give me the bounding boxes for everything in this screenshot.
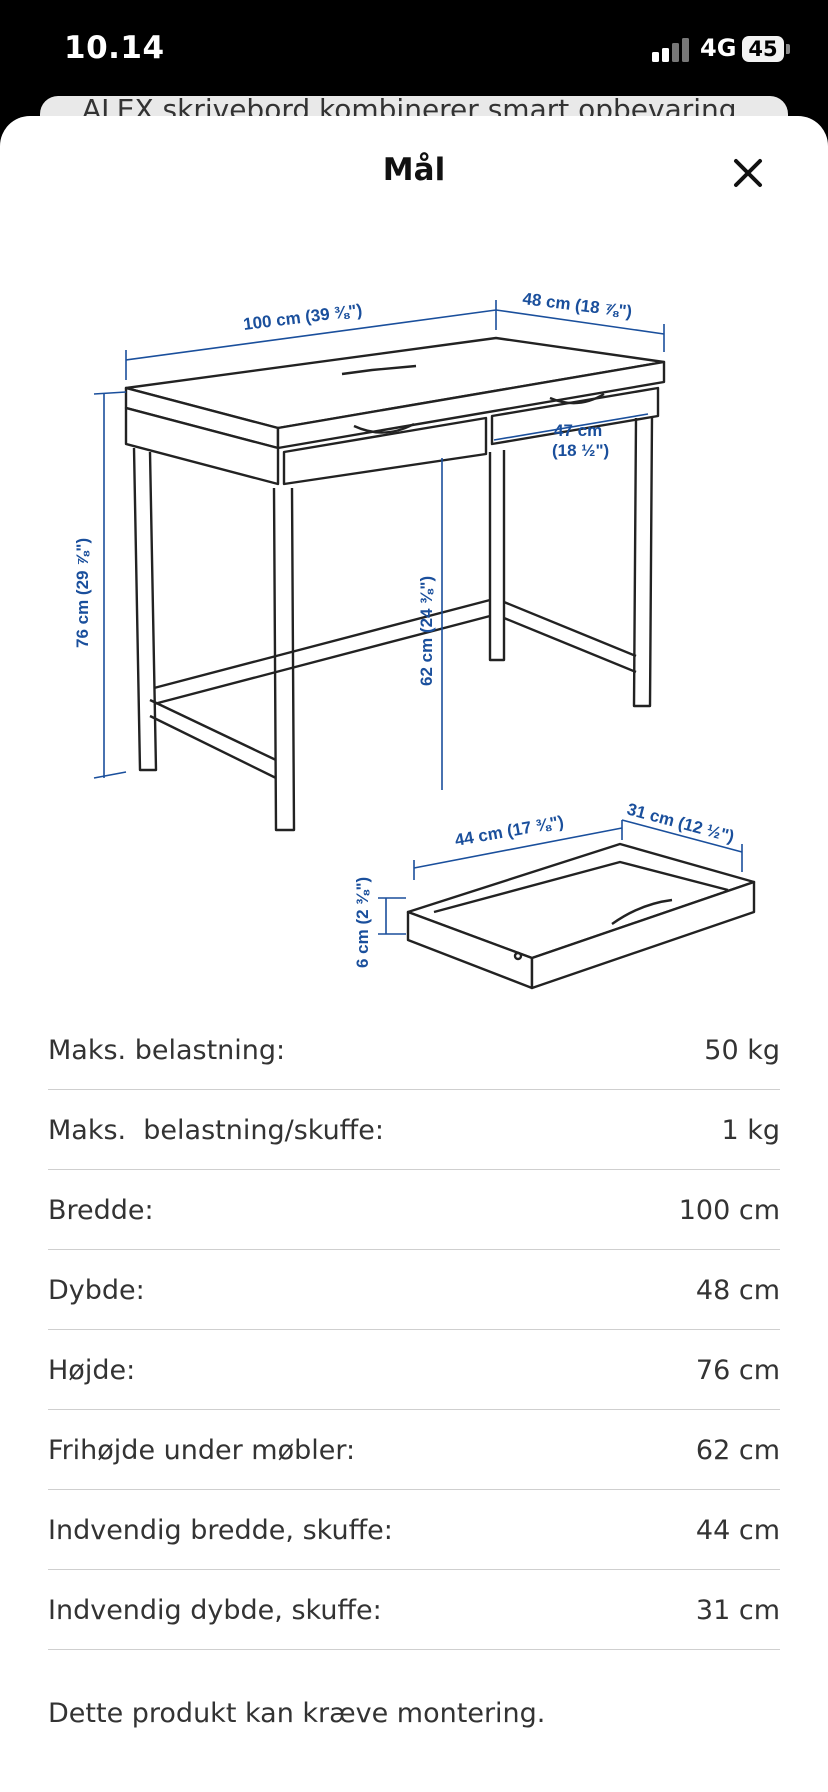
spec-value: 100 cm	[678, 1195, 780, 1226]
network-type: 4G	[700, 34, 737, 62]
spec-row: Højde: 76 cm	[48, 1330, 780, 1410]
spec-label: Maks. belastning:	[48, 1035, 286, 1066]
spec-list: Maks. belastning: 50 kg Maks. belastning…	[48, 1010, 780, 1650]
dimensions-sheet: Mål	[0, 116, 828, 1792]
dim-drawer-width: 44 cm (17 ⅜")	[453, 812, 565, 850]
spec-label: Frihøjde under møbler:	[48, 1435, 356, 1466]
spec-value: 48 cm	[695, 1275, 780, 1306]
battery-icon: 45	[742, 36, 784, 62]
status-bar: 10.14 4G 45	[0, 0, 828, 100]
dim-drawer-opening-line1: 47 cm	[554, 421, 602, 440]
dim-height: 76 cm (29 ⅞")	[73, 538, 92, 648]
spec-label: Dybde:	[48, 1275, 145, 1306]
spec-label: Maks. belastning/skuffe:	[48, 1115, 384, 1146]
spec-row: Maks. belastning: 50 kg	[48, 1010, 780, 1090]
spec-label: Højde:	[48, 1355, 136, 1386]
spec-label: Bredde:	[48, 1195, 154, 1226]
cellular-signal-icon	[652, 38, 689, 62]
spec-row: Maks. belastning/skuffe: 1 kg	[48, 1090, 780, 1170]
spec-value: 44 cm	[695, 1515, 780, 1546]
spec-value: 76 cm	[695, 1355, 780, 1386]
battery-tip	[786, 44, 790, 54]
spec-label: Indvendig dybde, skuffe:	[48, 1595, 382, 1626]
spec-row: Bredde: 100 cm	[48, 1170, 780, 1250]
dim-clearance: 62 cm (24 ⅜")	[417, 576, 436, 686]
dim-drawer-height: 6 cm (2 ⅜")	[353, 877, 372, 968]
sheet-title: Mål	[382, 152, 446, 188]
spec-row: Indvendig dybde, skuffe: 31 cm	[48, 1570, 780, 1650]
status-time: 10.14	[64, 30, 165, 66]
dim-drawer-opening-line2: (18 ½")	[552, 441, 609, 460]
spec-value: 50 kg	[704, 1035, 780, 1066]
spec-label: Indvendig bredde, skuffe:	[48, 1515, 393, 1546]
dim-width: 100 cm (39 ⅜")	[242, 301, 363, 334]
dim-drawer-depth: 31 cm (12 ½")	[625, 800, 736, 847]
spec-row: Dybde: 48 cm	[48, 1250, 780, 1330]
spec-row: Frihøjde under møbler: 62 cm	[48, 1410, 780, 1490]
spec-value: 62 cm	[695, 1435, 780, 1466]
spec-value: 1 kg	[721, 1115, 780, 1146]
assembly-note: Dette produkt kan kræve montering.	[48, 1698, 546, 1729]
dimension-drawing: 100 cm (39 ⅜") 48 cm (18 ⅞") 76 cm (29 ⅞…	[73, 289, 756, 990]
spec-row: Indvendig bredde, skuffe: 44 cm	[48, 1490, 780, 1570]
spec-value: 31 cm	[695, 1595, 780, 1626]
close-icon[interactable]	[727, 152, 769, 194]
